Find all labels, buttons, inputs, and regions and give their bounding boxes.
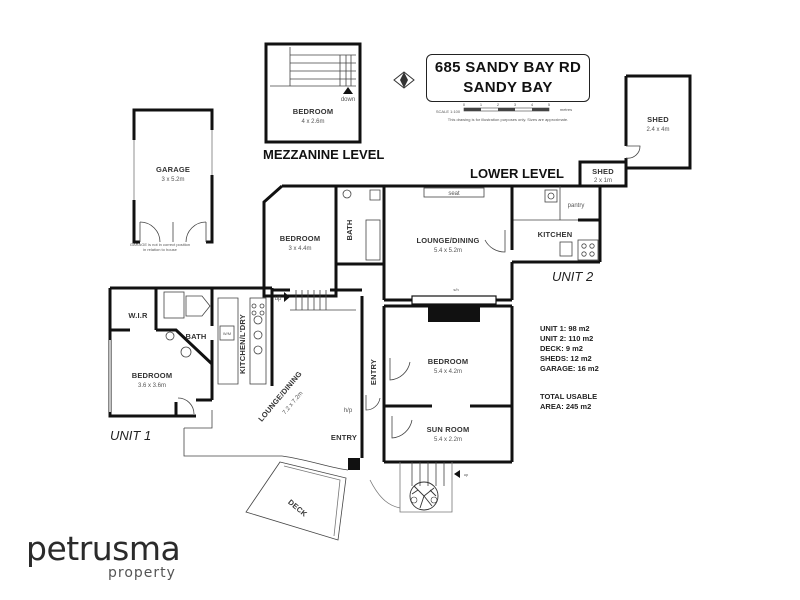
post-icon (348, 458, 360, 470)
area-line-3: DECK: 9 m2 (540, 344, 583, 353)
pantry-label: pantry (568, 203, 585, 209)
bath-u1-name: BATH (185, 332, 206, 341)
kitchen-u2-name: KITCHEN (538, 230, 573, 239)
stair-up-arrow-icon (284, 292, 290, 302)
lounge-u2-dims: 5.4 x 5.2m (434, 248, 462, 254)
address-line-1: 685 SANDY BAY RD (434, 59, 582, 76)
wir-name: W.I.R (128, 311, 148, 320)
scale-bar: SCALE 1:100 0 1 2 3 4 5 metres This draw… (436, 102, 572, 122)
scale-tick-3: 3 (514, 102, 517, 107)
kitchen-u1-name: KITCHEN/L'DRY (238, 314, 247, 374)
shed-large-name: SHED (647, 115, 669, 124)
steps-up-label: up (464, 472, 469, 477)
mezz-bedroom-dims: 4 x 2.6m (301, 119, 324, 125)
scale-unit: metres (560, 107, 572, 112)
mezzanine-level-title: MEZZANINE LEVEL (263, 147, 384, 162)
brand-logo: petrusma property (26, 532, 216, 582)
hp-label: h/p (344, 408, 353, 414)
sunroom-name: SUN ROOM (427, 425, 470, 434)
compass-icon (393, 71, 415, 89)
unit2-label: UNIT 2 (552, 269, 594, 284)
steps-up-arrow-icon (454, 470, 460, 478)
entry-u1-name: ENTRY (331, 433, 357, 442)
main-bedroom-plan: s/h BEDROOM 5.4 x 4.2m SUN ROOM 5.4 x 2.… (382, 287, 514, 464)
address-box: 685 SANDY BAY RD SANDY BAY (426, 54, 590, 102)
deck-plan: DECK (245, 461, 347, 541)
unit2-plan: SHED 2 x 1m pantry KITCHEN seat LOUNGE/D… (262, 160, 628, 302)
garage-name: GARAGE (156, 165, 190, 174)
bedroom-main-name: BEDROOM (428, 357, 469, 366)
scale-tick-1: 1 (480, 102, 483, 107)
shed-small-name: SHED (592, 167, 614, 176)
shed-large-plan: SHED 2.4 x 4m (624, 74, 692, 170)
sunroom-dims: 5.4 x 2.2m (434, 437, 462, 443)
address-line-2: SANDY BAY (463, 79, 553, 96)
seat-label: seat (448, 191, 460, 197)
mezz-bedroom-name: BEDROOM (293, 107, 334, 116)
bedroom-u1-name: BEDROOM (132, 371, 173, 380)
brand-sub: property (108, 565, 176, 581)
garage-dims: 3 x 5.2m (161, 177, 184, 183)
scale-note: This drawing is for illustration purpose… (448, 117, 568, 122)
bedroom-main-dims: 5.4 x 4.2m (434, 369, 462, 375)
scale-tick-0: 0 (463, 102, 466, 107)
area-line-4: SHEDS: 12 m2 (540, 354, 592, 363)
deck-name: DECK (286, 498, 309, 519)
brand-name: petrusma (26, 529, 181, 568)
shed-large-dims: 2.4 x 4m (646, 127, 669, 133)
area-line-1: UNIT 1: 98 m2 (540, 324, 590, 333)
scale-tick-5: 5 (548, 102, 551, 107)
shed-small-dims: 2 x 1m (594, 178, 612, 184)
scale-tick-2: 2 (497, 102, 500, 107)
bedroom-u2-dims: 3 x 4.4m (288, 246, 311, 252)
garage-note-1: GARAGE is not in correct position (130, 242, 190, 247)
entry-side-name: ENTRY (369, 359, 378, 385)
lounge-u1-stair: up (275, 296, 282, 302)
area-line-5: GARAGE: 16 m2 (540, 364, 599, 373)
scale-label: SCALE 1:100 (436, 109, 461, 114)
lounge-u2-name: LOUNGE/DINING (416, 236, 479, 245)
stair-arrow-icon (343, 87, 353, 94)
side-entry-plan: ENTRY (360, 296, 381, 411)
total-line-2: AREA: 245 m2 (540, 402, 591, 411)
mezzanine-plan: down BEDROOM 4 x 2.6m (264, 42, 362, 144)
garage-plan: GARAGE 3 x 5.2m GARAGE is not in correct… (130, 108, 214, 252)
scale-tick-4: 4 (531, 102, 534, 107)
unit1-label: UNIT 1 (110, 428, 151, 443)
bedroom-u2-name: BEDROOM (280, 234, 321, 243)
total-line-1: TOTAL USABLE (540, 392, 597, 401)
bath-u2-name: BATH (345, 219, 354, 240)
lower-level-title: LOWER LEVEL (470, 166, 564, 181)
bedroom-u1-dims: 3.6 x 3.6m (138, 383, 166, 389)
area-summary: UNIT 1: 98 m2 UNIT 2: 110 m2 DECK: 9 m2 … (540, 324, 599, 411)
tree-icon (409, 481, 439, 511)
mezz-stair-label: down (341, 97, 355, 103)
fireplace-label: s/h (453, 287, 458, 292)
garage-note-2: in relation to house (143, 247, 178, 252)
area-line-2: UNIT 2: 110 m2 (540, 334, 593, 343)
wm-label: W/M (223, 331, 231, 336)
garden-steps: up (369, 462, 469, 513)
